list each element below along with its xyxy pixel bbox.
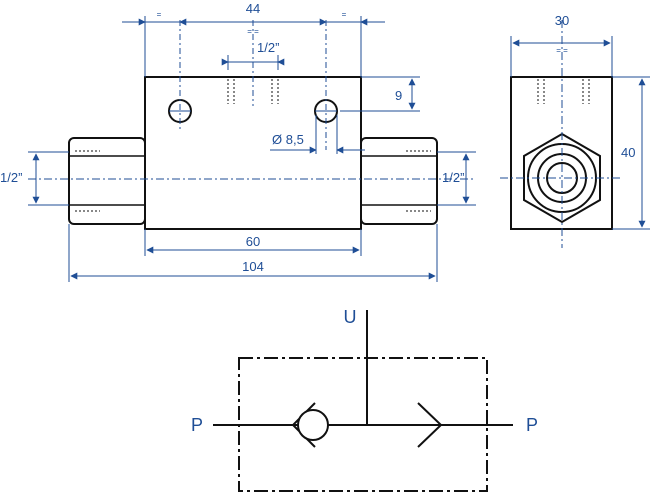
right-port-hex [360,137,438,225]
port-p-right-label: P [526,415,538,435]
dim-hole-spacing: 44 [246,1,260,16]
dim-equal-left: = [157,10,162,19]
dim-body-width: 30 [555,13,569,28]
dim-body-height: 40 [621,145,635,160]
dim-equal-center: = = [247,27,259,36]
side-hex-nut [523,132,601,224]
port-p-left-label: P [191,415,203,435]
dim-left-thread: 1/2” [0,170,22,185]
dim-top-thread: 1/2” [257,40,279,55]
hydraulic-symbol: U P P [191,307,538,492]
dim-body-length: 60 [246,234,260,249]
dim-overall-length: 104 [242,259,264,274]
dim-equal-side: = = [556,46,568,55]
dim-right-thread: 1/2” [442,170,464,185]
side-view: 30 = = 40 [500,13,650,248]
front-view: = 44 = = = 1/2” 9 Ø 8,5 1/2” 1/2” [0,1,476,282]
check-valve-ball [297,409,329,441]
flow-arrow [417,402,443,448]
dim-hole-diameter: Ø 8,5 [272,132,304,147]
dim-hole-offset: 9 [395,88,402,103]
dim-equal-right: = [342,10,347,19]
port-u-label: U [344,307,357,327]
